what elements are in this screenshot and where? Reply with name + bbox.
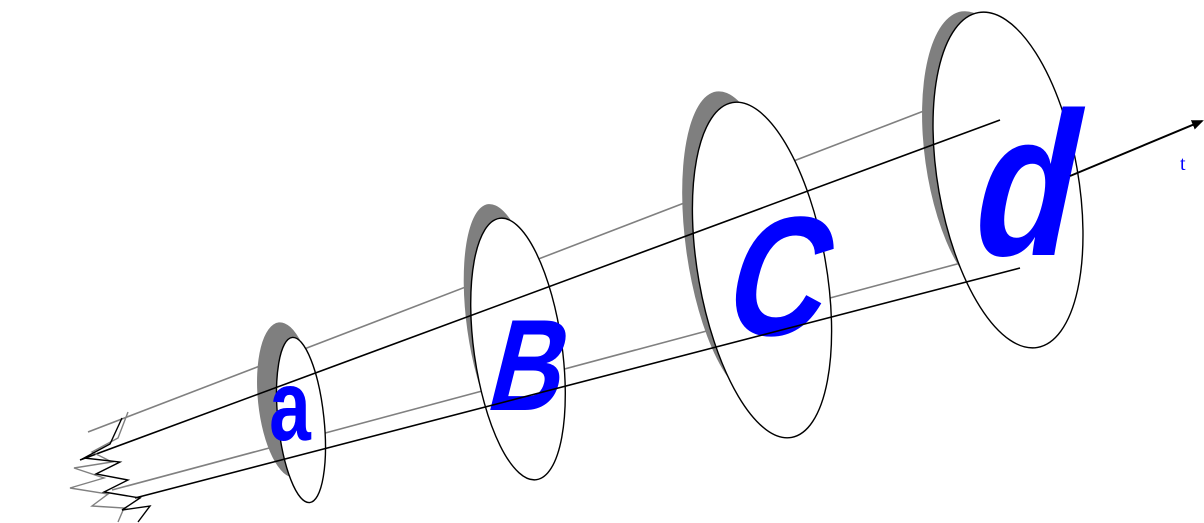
time-axis-label: t [1180,153,1186,175]
frame-d: d [905,0,1106,359]
frame-a: a [250,319,333,505]
frame-a-letter: a [269,349,311,461]
frame-b: B [450,199,585,486]
frame-c: C [665,84,855,448]
